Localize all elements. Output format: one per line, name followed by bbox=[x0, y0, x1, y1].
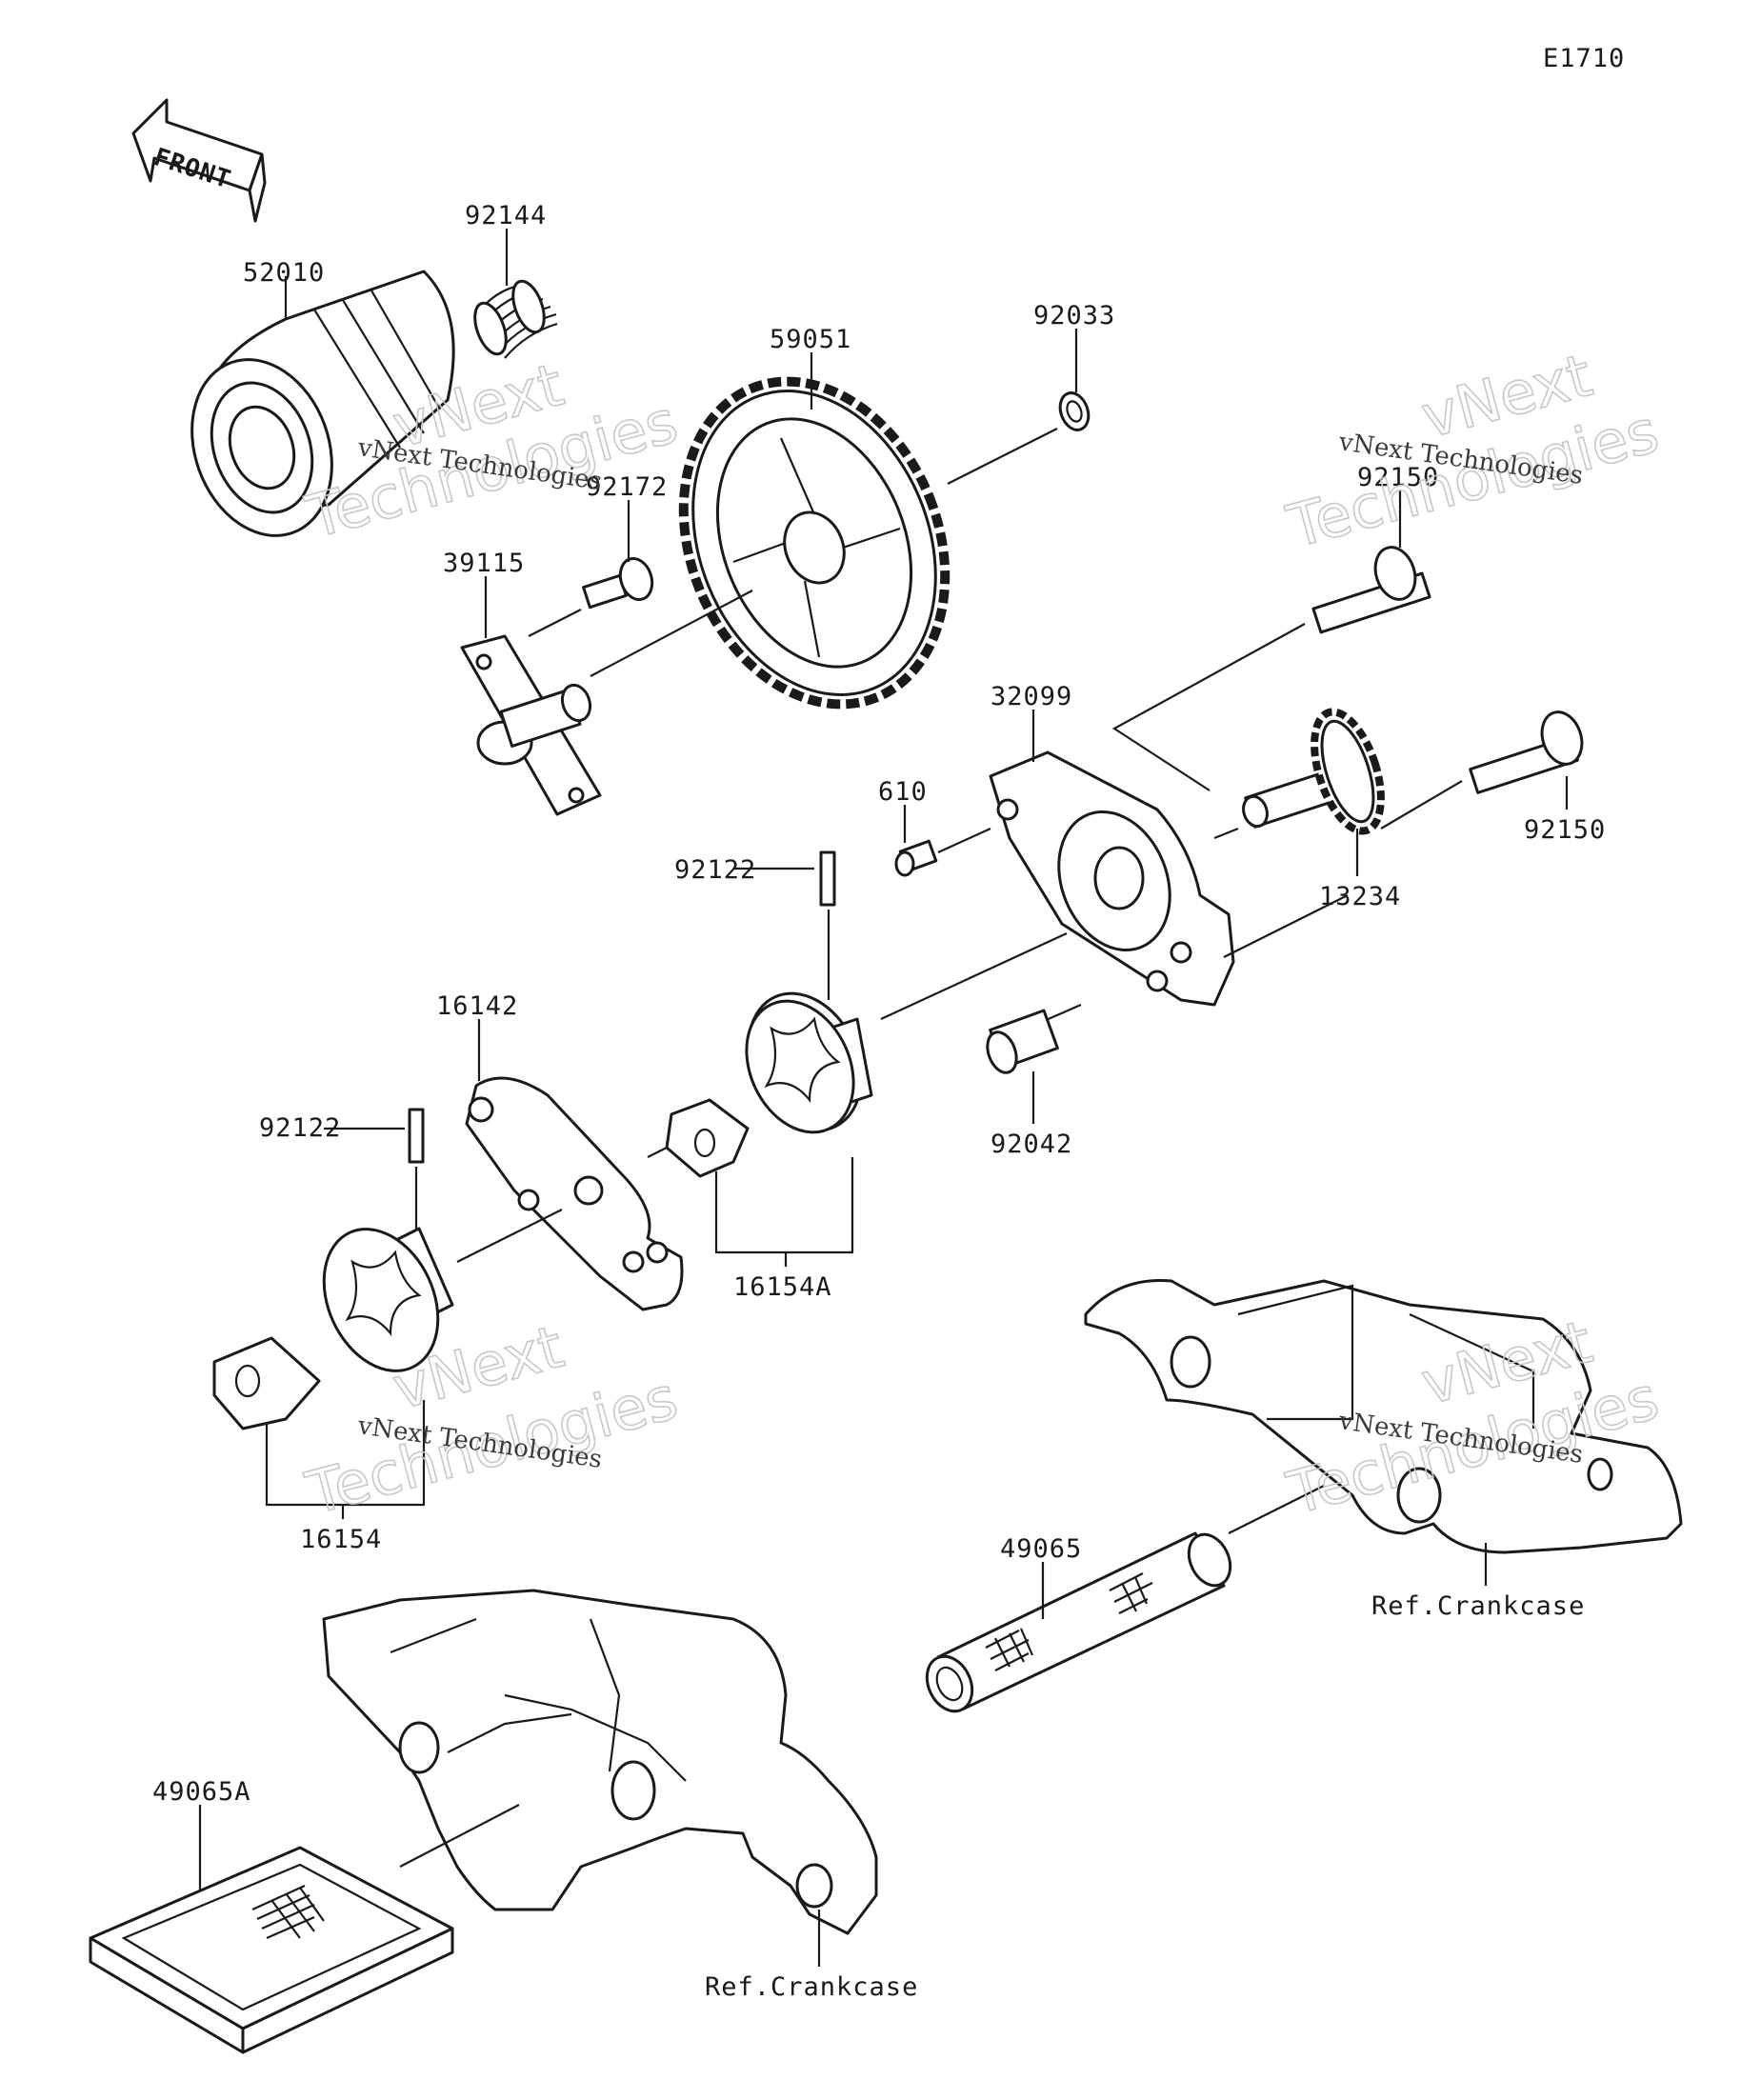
dowel-pin-610 bbox=[894, 839, 938, 877]
bolt-92150-top bbox=[1311, 546, 1431, 634]
pump-shaft-gear bbox=[1242, 708, 1385, 835]
outer-rotor-top bbox=[745, 991, 873, 1134]
bolt-92150-right bbox=[1469, 710, 1584, 794]
ref-crankcase-bottom: Ref.Crankcase bbox=[705, 1972, 918, 2002]
front-arrow-icon: FRONT bbox=[131, 98, 267, 223]
part-label-92122-left: 92122 bbox=[259, 1113, 341, 1143]
part-label-92042: 92042 bbox=[991, 1130, 1072, 1159]
crankcase-bottom bbox=[322, 1589, 878, 1935]
part-label-13234: 13234 bbox=[1319, 882, 1401, 911]
part-label-92122-mid: 92122 bbox=[674, 855, 756, 885]
crankcase-right bbox=[1084, 1278, 1683, 1554]
part-label-59051: 59051 bbox=[770, 325, 851, 354]
ref-crankcase-right: Ref.Crankcase bbox=[1371, 1591, 1585, 1621]
part-label-92150-right: 92150 bbox=[1524, 815, 1606, 845]
watermark-top-right: vNext Technologies vNext Technologies bbox=[1279, 339, 1666, 562]
oil-pump-cover bbox=[989, 750, 1235, 1007]
diagram-code: E1710 bbox=[1543, 44, 1625, 73]
part-label-39115: 39115 bbox=[443, 549, 525, 578]
inner-rotor-bottom bbox=[212, 1336, 321, 1430]
part-label-52010: 52010 bbox=[243, 258, 325, 288]
part-label-16142: 16142 bbox=[436, 991, 518, 1021]
oil-strainer-pipe bbox=[925, 1531, 1232, 1713]
pin-92122-left bbox=[408, 1108, 425, 1164]
oil-filter bbox=[190, 270, 455, 537]
part-label-49065: 49065 bbox=[1000, 1534, 1082, 1564]
collar-92042 bbox=[986, 1009, 1059, 1074]
part-label-92033: 92033 bbox=[1033, 301, 1115, 330]
driven-gear bbox=[678, 376, 951, 710]
part-label-610: 610 bbox=[878, 777, 928, 807]
part-label-92150-top: 92150 bbox=[1357, 463, 1439, 492]
part-label-92144: 92144 bbox=[465, 201, 547, 230]
part-label-92172: 92172 bbox=[586, 472, 668, 502]
pin-92122-mid bbox=[819, 850, 836, 907]
outer-rotor-bottom bbox=[322, 1227, 454, 1372]
part-label-16154: 16154 bbox=[300, 1525, 382, 1554]
part-label-32099: 32099 bbox=[991, 682, 1072, 711]
inner-rotor-top bbox=[665, 1098, 750, 1178]
pump-plate bbox=[465, 1076, 684, 1311]
part-label-16154A: 16154A bbox=[733, 1272, 832, 1302]
part-label-49065A: 49065A bbox=[152, 1777, 251, 1807]
oil-screen bbox=[89, 1846, 454, 2054]
screw-92172 bbox=[582, 557, 654, 610]
circlip bbox=[1058, 391, 1091, 431]
gear-shaft-plate bbox=[460, 634, 602, 816]
spring bbox=[473, 279, 558, 359]
